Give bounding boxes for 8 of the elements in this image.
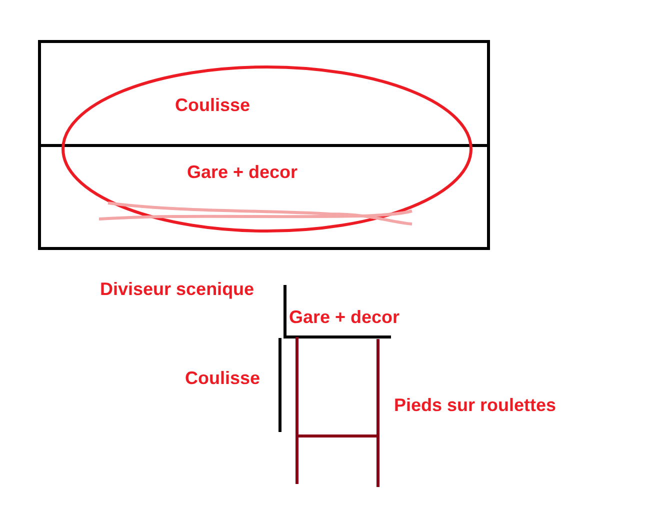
panel-label: Coulisse — [175, 94, 250, 116]
panel-label: Gare + decor — [187, 161, 298, 183]
part-label: Pieds sur roulettes — [394, 394, 556, 416]
part-label: Coulisse — [185, 367, 260, 389]
part-label: Gare + decor — [289, 306, 400, 328]
panel-box — [38, 40, 490, 147]
part-label: Diviseur scenique — [100, 278, 254, 300]
panel-box — [38, 144, 490, 250]
